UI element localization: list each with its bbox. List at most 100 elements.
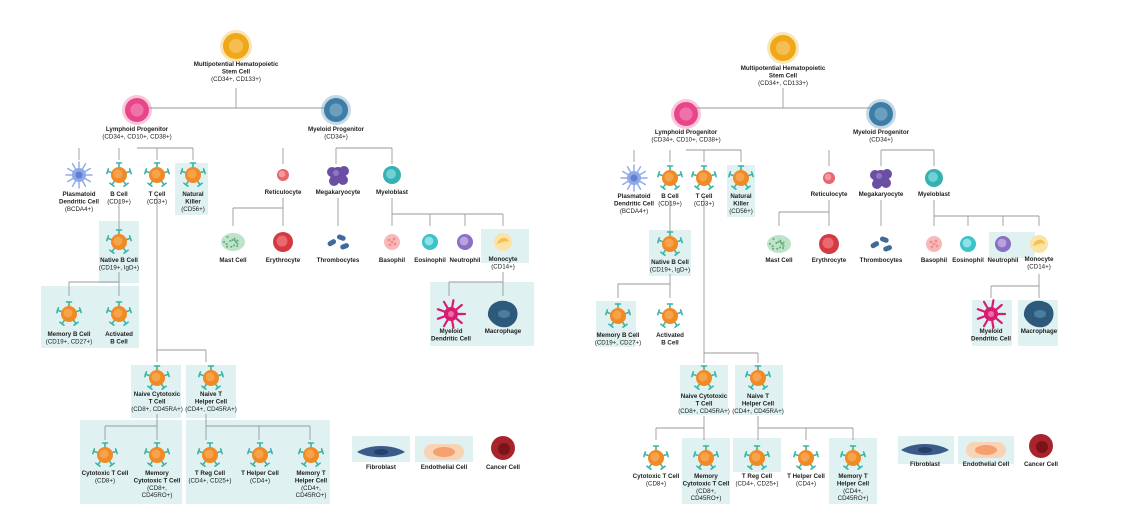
cell-macrophage: Macrophage	[1021, 300, 1058, 335]
activated_b-name-line-1: B Cell	[110, 338, 128, 345]
megakaryocyte-icon	[327, 166, 349, 186]
cell-myeloid: Myeloid Progenitor(CD34+)	[308, 95, 365, 140]
nk-icon	[728, 165, 754, 190]
tcell-markers-line-0: (CD3+)	[694, 200, 714, 207]
naive_helper-name-line-1: Helper Cell	[195, 398, 228, 405]
myeloid_dc-name-line-0: Myeloid	[439, 328, 462, 335]
thelper-markers-line-0: (CD4+)	[250, 477, 270, 484]
treg-icon	[744, 445, 770, 470]
plasmacytoid-icon	[620, 164, 648, 192]
cell-mast: Mast Cell	[219, 233, 247, 264]
nk-icon	[180, 162, 206, 187]
reticulocyte-icon	[277, 169, 289, 181]
naive_cyto-markers-line-0: (CD8+, CD45RA+)	[131, 406, 183, 413]
mem_cyto-markers-line-1: CD45RO+)	[691, 495, 722, 502]
reticulocyte-name-line-0: Reticulocyte	[811, 191, 848, 198]
tcell-icon	[144, 162, 170, 187]
cyto-t-icon	[643, 445, 669, 470]
native_b-name-line-0: Native B Cell	[100, 257, 138, 264]
lymphoid-name-line-0: Lymphoid Progenitor	[106, 126, 169, 133]
activated-b-icon	[106, 301, 132, 326]
mast-icon	[221, 233, 245, 251]
lineage-connector	[779, 200, 830, 213]
eosinophil-name-line-0: Eosinophil	[414, 257, 446, 264]
endothelial-icon	[966, 442, 1006, 458]
mem_helper-markers-line-1: CD45RO+)	[296, 492, 327, 499]
cell-reticulocyte: Reticulocyte	[811, 172, 848, 198]
cell-megakaryocyte: Megakaryocyte	[316, 166, 361, 196]
cell-memory-b: Memory B Cell(CD19+, CD27+)	[46, 301, 92, 345]
cyto_t-markers-line-0: (CD8+)	[95, 477, 115, 484]
cell-myeloblast: Myeloblast	[918, 169, 950, 198]
endothelial-name-line-0: Endothelial Cell	[963, 461, 1010, 468]
mem_helper-name-line-0: Memory T	[838, 473, 867, 480]
memory-b-icon	[56, 301, 82, 326]
lineage-connector	[449, 272, 504, 283]
lymphoid-markers-line-0: (CD34+, CD10+, CD38+)	[102, 133, 171, 140]
nk-name-line-1: Killer	[733, 200, 749, 207]
naive_cyto-name-line-1: T Cell	[696, 400, 713, 407]
mem-helper-icon	[840, 445, 866, 470]
native-b-icon	[657, 231, 683, 256]
myeloid_dc-name-line-0: Myeloid	[979, 328, 1002, 335]
monocyte-name-line-0: Monocyte	[489, 256, 518, 263]
mem_cyto-name-line-0: Memory	[145, 470, 169, 477]
cell-tcell: T Cell(CD3+)	[144, 162, 170, 205]
cyto_t-name-line-0: Cytotoxic T Cell	[633, 473, 680, 480]
nk-name-line-0: Natural	[730, 193, 752, 200]
mem_cyto-name-line-0: Memory	[694, 473, 718, 480]
cell-monocyte: Monocyte(CD14+)	[1025, 235, 1054, 270]
erythrocyte-icon	[273, 232, 293, 252]
mem_cyto-markers-line-0: (CD8+,	[696, 488, 716, 495]
myeloid-icon	[321, 95, 351, 125]
stem-name-line-0: Multipotential Hematopoietic	[741, 65, 826, 72]
plasmacytoid-name-line-1: Dendritic Cell	[614, 200, 654, 207]
lymphoid-name-line-0: Lymphoid Progenitor	[655, 129, 718, 136]
cell-native-b: Native B Cell(CD19+, IgD+)	[99, 229, 139, 271]
monocyte-name-line-0: Monocyte	[1025, 256, 1054, 263]
myeloid-name-line-0: Myeloid Progenitor	[853, 129, 910, 136]
memory_b-markers-line-0: (CD19+, CD27+)	[595, 339, 641, 346]
native_b-markers-line-0: (CD19+, IgD+)	[99, 264, 139, 271]
nk-name-line-1: Killer	[185, 198, 201, 205]
neutrophil-icon	[457, 234, 473, 250]
cell-tcell: T Cell(CD3+)	[691, 165, 717, 207]
cell-bcell: B Cell(CD19+)	[106, 162, 132, 205]
mast-icon	[767, 235, 791, 253]
thelper-icon	[247, 442, 273, 467]
lineage-connector	[617, 274, 671, 298]
stem-name-line-0: Multipotential Hematopoietic	[194, 61, 279, 68]
lineage-connector	[656, 416, 705, 429]
mem_helper-markers-line-0: (CD4+,	[301, 485, 321, 492]
nk-markers-line-0: (CD56+)	[729, 208, 753, 215]
cell-cyto-t: Cytotoxic T Cell(CD8+)	[633, 445, 680, 487]
native-b-icon	[106, 229, 132, 254]
erythrocyte-name-line-0: Erythrocyte	[812, 257, 847, 264]
macrophage-icon	[487, 300, 518, 328]
cell-erythrocyte: Erythrocyte	[812, 234, 847, 264]
myeloblast-name-line-0: Myeloblast	[376, 189, 408, 196]
naive_cyto-name-line-1: T Cell	[149, 398, 166, 405]
mem_cyto-markers-line-0: (CD8+,	[147, 485, 167, 492]
lineage-connector	[391, 198, 503, 215]
plasmacytoid-markers-line-0: (BCDA4+)	[620, 208, 648, 215]
myeloid-dc-icon	[976, 299, 1007, 329]
naive-cyto-icon	[144, 365, 170, 390]
thelper-icon	[793, 445, 819, 470]
activated_b-name-line-0: Activated	[656, 332, 684, 339]
bcell-icon	[106, 162, 132, 187]
tcell-markers-line-0: (CD3+)	[147, 198, 167, 205]
memory-b-icon	[605, 303, 631, 328]
mem_helper-markers-line-0: (CD4+,	[843, 488, 863, 495]
mast-name-line-0: Mast Cell	[765, 257, 792, 264]
